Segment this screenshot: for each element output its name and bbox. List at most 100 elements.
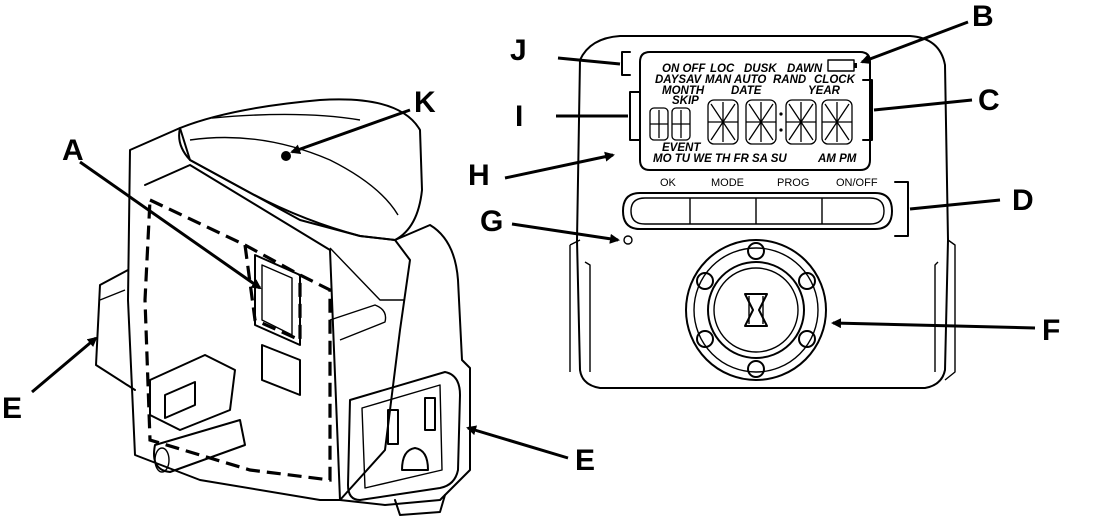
leader-c: [873, 98, 973, 112]
arrow-a: [79, 160, 262, 290]
lcd-rand: RAND: [773, 74, 806, 86]
side-rail: [329, 247, 405, 301]
lcd-dusk: DUSK: [744, 63, 777, 75]
mode-label: MODE: [711, 177, 744, 189]
lcd-auto: AUTO: [733, 74, 766, 86]
ok-label: OK: [660, 177, 677, 189]
hourglass-icon: [744, 293, 768, 327]
window-a-inner: [261, 264, 293, 336]
ok-button[interactable]: [633, 198, 689, 224]
battery-tip: [854, 63, 857, 68]
bracket-d: [894, 181, 909, 237]
front-panel-drawing: ON OFF LOC DUSK DAWN DAYSAV MAN AUTO RAN…: [569, 35, 956, 389]
label-g: G: [480, 205, 503, 238]
label-f: F: [1042, 314, 1060, 347]
lcd-ampm: AM PM: [817, 153, 857, 165]
button-row-inner: [630, 197, 885, 225]
blade-1: [164, 381, 196, 419]
top-cap: [178, 98, 423, 241]
panel-edge-right: [944, 239, 956, 381]
indicator-light: [281, 151, 291, 161]
dial-bumps: [696, 242, 816, 378]
dashed-outline: [143, 197, 332, 482]
panel-body: [576, 35, 949, 389]
dial-outer-ring: [685, 239, 827, 381]
lcd-year: YEAR: [808, 85, 841, 97]
digit-small-1: [649, 107, 669, 141]
label-h: H: [468, 159, 490, 192]
label-e-right: E: [575, 444, 595, 477]
recess-2: [261, 344, 301, 396]
ground-pin: [153, 419, 246, 473]
ground-pin-end: [154, 447, 170, 473]
digit-4: [821, 99, 853, 145]
outlet-slot-left: [387, 409, 399, 445]
inner-edge: [144, 164, 341, 501]
label-a: A: [62, 134, 84, 167]
arrow-h: [504, 151, 615, 180]
label-k: K: [414, 86, 436, 119]
main-housing: [127, 127, 411, 501]
label-j: J: [510, 34, 527, 67]
arrow-k: [290, 108, 411, 155]
onoff-button[interactable]: [823, 198, 883, 224]
lcd-on-off: ON OFF: [662, 63, 706, 75]
dial-center: [713, 267, 799, 353]
label-d: D: [1012, 184, 1034, 217]
label-c: C: [978, 84, 1000, 117]
dial-mid-ring: [693, 247, 819, 373]
leader-j: [557, 56, 621, 66]
lcd-window: [639, 51, 871, 171]
timer-unit-drawing: [95, 98, 471, 516]
plug-base: [149, 354, 236, 431]
mode-button[interactable]: [691, 198, 755, 224]
bracket-c: [862, 79, 873, 141]
battery-icon: [827, 59, 855, 72]
lcd-loc: LOC: [710, 63, 735, 75]
dial-inner-ring: [707, 261, 805, 359]
lcd-month: MONTH: [662, 85, 705, 97]
digit-3: [785, 99, 817, 145]
side-clip: [329, 304, 387, 341]
side-body: [339, 224, 471, 506]
arrow-e-right: [466, 425, 569, 460]
arrow-f: [831, 318, 1036, 330]
window-a: [254, 254, 301, 346]
left-bulge: [95, 269, 136, 391]
lcd-digits: [649, 99, 853, 145]
reset-pinhole[interactable]: [623, 235, 633, 245]
digit-1: [707, 99, 739, 145]
lcd-dawn: DAWN: [787, 63, 823, 75]
lcd-date: DATE: [731, 85, 762, 97]
onoff-label: ON/OFF: [836, 177, 878, 189]
leader-d: [909, 198, 1001, 211]
label-b: B: [972, 0, 994, 33]
lcd-man: MAN: [705, 74, 732, 86]
bottom-foot: [394, 494, 446, 516]
outlet-ground: [401, 447, 429, 471]
panel-edge-left: [569, 239, 581, 372]
arrow-e-left: [31, 336, 98, 394]
outlet-inner: [361, 384, 443, 489]
bracket-j: [621, 51, 631, 76]
outlet-face: [347, 371, 461, 501]
digit-2: [745, 99, 777, 145]
arrow-b: [860, 20, 969, 64]
colon-top: [779, 112, 783, 116]
lcd-skip: SKIP: [672, 95, 699, 107]
prog-button[interactable]: [757, 198, 821, 224]
colon-bottom: [779, 128, 783, 132]
outlet-slot-right: [424, 397, 436, 431]
panel-rails: [584, 261, 939, 372]
selector-dial[interactable]: [685, 239, 827, 381]
cap-ridge: [189, 136, 399, 216]
arrow-g: [511, 222, 620, 244]
lcd-event: EVENT: [662, 142, 701, 154]
label-i: I: [515, 100, 523, 133]
digit-small-2: [671, 107, 691, 141]
left-bulge-line: [99, 289, 126, 301]
button-row-frame: [622, 192, 893, 230]
lcd-days: MO TU WE TH FR SA SU: [653, 153, 787, 165]
